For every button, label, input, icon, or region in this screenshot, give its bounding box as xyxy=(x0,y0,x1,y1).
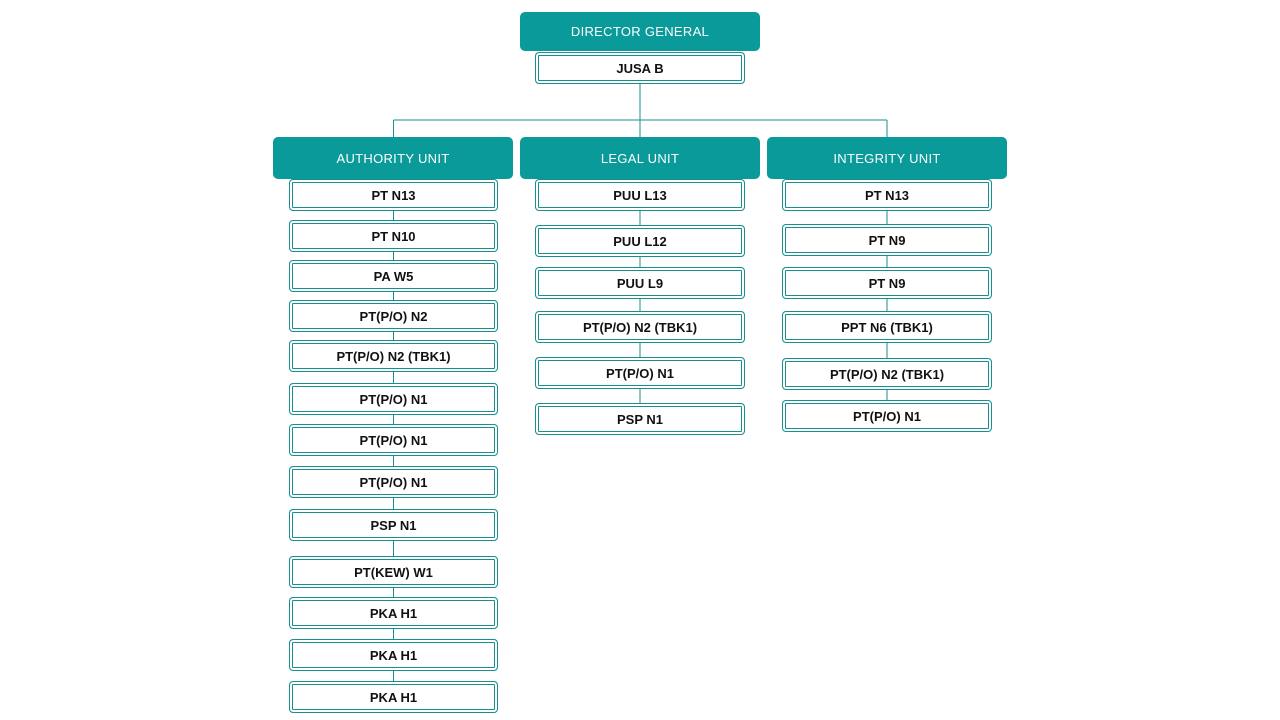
director-general-header: DIRECTOR GENERAL xyxy=(520,12,760,51)
position-box: PSP N1 xyxy=(535,403,745,435)
position-box: PT N9 xyxy=(782,224,992,256)
position-box: PUU L9 xyxy=(535,267,745,299)
position-box: PT(KEW) W1 xyxy=(289,556,498,588)
position-box: PT(P/O) N1 xyxy=(289,466,498,498)
position-box: PPT N6 (TBK1) xyxy=(782,311,992,343)
position-box: PT(P/O) N1 xyxy=(289,424,498,456)
position-box: PT N10 xyxy=(289,220,498,252)
position-box: PT(P/O) N1 xyxy=(535,357,745,389)
position-box: PT(P/O) N2 (TBK1) xyxy=(782,358,992,390)
position-box: PSP N1 xyxy=(289,509,498,541)
position-box: PT(P/O) N2 (TBK1) xyxy=(535,311,745,343)
position-box: PT(P/O) N2 xyxy=(289,300,498,332)
position-box: PT(P/O) N2 (TBK1) xyxy=(289,340,498,372)
position-box: PKA H1 xyxy=(289,597,498,629)
unit-header: LEGAL UNIT xyxy=(520,137,760,179)
position-box: PUU L12 xyxy=(535,225,745,257)
position-box: PT(P/O) N1 xyxy=(782,400,992,432)
position-box: PUU L13 xyxy=(535,179,745,211)
position-box: PT N13 xyxy=(782,179,992,211)
unit-header: INTEGRITY UNIT xyxy=(767,137,1007,179)
unit-header: AUTHORITY UNIT xyxy=(273,137,513,179)
position-box: PT N9 xyxy=(782,267,992,299)
position-box: PT N13 xyxy=(289,179,498,211)
director-general-grade-box: JUSA B xyxy=(535,52,745,84)
position-box: PA W5 xyxy=(289,260,498,292)
position-box: PKA H1 xyxy=(289,681,498,713)
position-box: PT(P/O) N1 xyxy=(289,383,498,415)
position-box: PKA H1 xyxy=(289,639,498,671)
